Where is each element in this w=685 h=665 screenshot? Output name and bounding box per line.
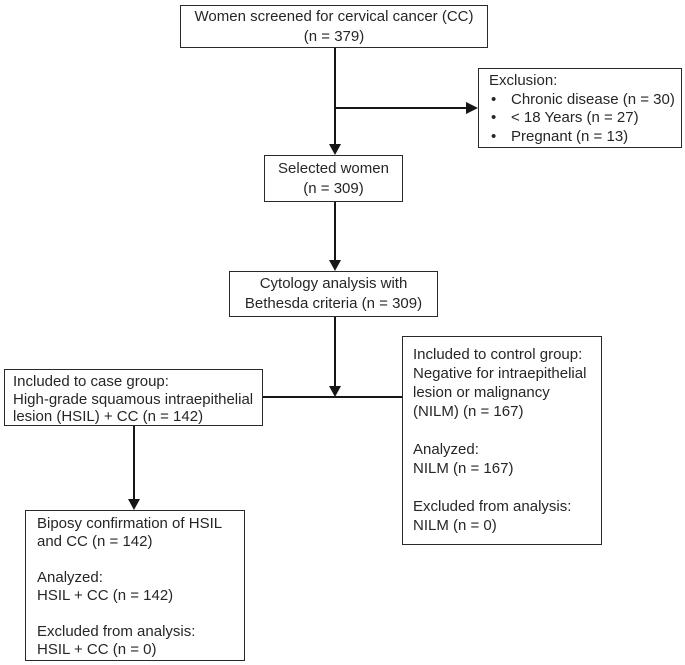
exclusion-title: Exclusion: (489, 72, 558, 89)
control-included-line4: (NILM) (n = 167) (413, 403, 524, 420)
control-group-analyzed-paragraph: Analyzed: NILM (n = 167) (413, 440, 595, 478)
exclusion-bullet-text: Chronic disease (n = 30) (511, 90, 675, 108)
bullet-icon (489, 109, 511, 128)
arrowhead-right-exclusion-icon (466, 102, 478, 114)
box-control-group: Included to control group: Negative for … (402, 336, 602, 545)
biopsy-excluded-count: HSIL + CC (n = 0) (37, 641, 157, 658)
arrowhead-down-biopsy-icon (128, 499, 140, 510)
exclusion-bullet-text: Pregnant (n = 13) (511, 127, 629, 145)
biopsy-analyzed-count: HSIL + CC (n = 142) (37, 587, 174, 604)
box-women-screened-text: Women screened for cervical cancer (CC) (194, 7, 474, 25)
arrowhead-down-split-icon (329, 386, 341, 397)
biopsy-excluded-paragraph: Excluded from analysis: HSIL + CC (n = 0… (37, 623, 238, 659)
biopsy-confirmation-paragraph: Biposy confirmation of HSIL and CC (n = … (37, 515, 238, 551)
box-selected-women-count: (n = 309) (303, 179, 364, 197)
arrowhead-down-cytology-icon (329, 260, 341, 271)
control-group-included-paragraph: Included to control group: Negative for … (413, 345, 595, 421)
bullet-icon (489, 128, 511, 147)
biopsy-analyzed-label: Analyzed: (37, 569, 103, 586)
box-cytology-text-line1: Cytology analysis with (259, 275, 408, 292)
exclusion-bullet-chronic-disease: Chronic disease (n = 30) (489, 91, 675, 110)
exclusion-bullet-text: < 18 Years (n = 27) (511, 109, 639, 126)
control-excluded-label: Excluded from analysis: (413, 498, 572, 515)
control-group-excluded-paragraph: Excluded from analysis: NILM (n = 0) (413, 497, 595, 535)
control-included-line1: Included to control group: (413, 346, 583, 363)
biopsy-excluded-label: Excluded from analysis: (37, 623, 196, 640)
biopsy-line1: Biposy confirmation of HSIL (37, 515, 223, 532)
box-cytology-text-line2: Bethesda criteria (n = 309) (244, 295, 423, 312)
box-women-screened-count: (n = 379) (303, 27, 365, 45)
box-case-group: Included to case group: High-grade squam… (4, 369, 263, 426)
box-women-screened: Women screened for cervical cancer (CC) … (180, 5, 488, 48)
arrowhead-down-selected-icon (329, 144, 341, 155)
exclusion-bullet-under-18: < 18 Years (n = 27) (489, 109, 675, 128)
box-cytology-analysis: Cytology analysis with Bethesda criteria… (229, 271, 438, 317)
control-excluded-count: NILM (n = 0) (413, 517, 497, 534)
control-analyzed-count: NILM (n = 167) (413, 460, 514, 477)
biopsy-analyzed-paragraph: Analyzed: HSIL + CC (n = 142) (37, 569, 238, 605)
control-included-line2: Negative for intraepithelial (413, 365, 587, 382)
box-case-group-line3: lesion (HSIL) + CC (n = 142) (13, 408, 204, 425)
biopsy-line2: and CC (n = 142) (37, 533, 153, 550)
box-exclusion: Exclusion: Chronic disease (n = 30) < 18… (478, 68, 682, 148)
control-analyzed-label: Analyzed: (413, 441, 479, 458)
box-biopsy-confirmation: Biposy confirmation of HSIL and CC (n = … (25, 510, 245, 661)
box-case-group-line1: Included to case group: (13, 373, 169, 390)
box-selected-women-text: Selected women (278, 159, 389, 177)
box-case-group-line2: High-grade squamous intraepithelial (13, 390, 254, 408)
exclusion-bullet-pregnant: Pregnant (n = 13) (489, 128, 675, 147)
control-included-line3: lesion or malignancy (413, 384, 550, 401)
bullet-icon (489, 91, 511, 110)
box-selected-women: Selected women (n = 309) (264, 155, 403, 202)
